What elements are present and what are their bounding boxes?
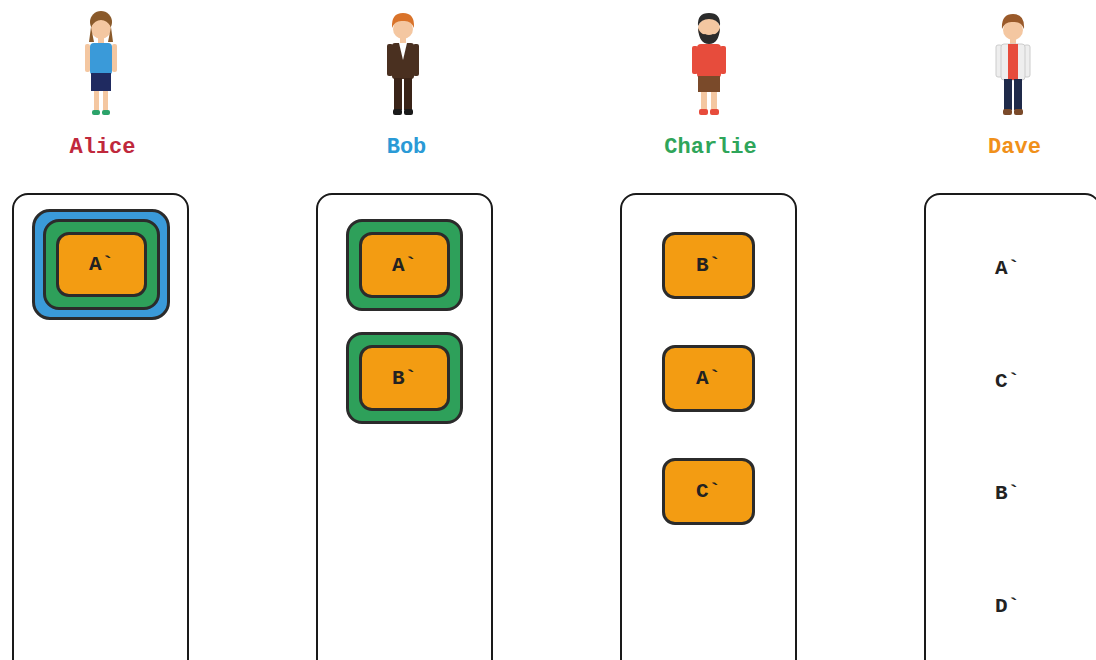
person-name: Charlie (582, 131, 839, 165)
key-label: C` (926, 367, 1089, 397)
person-name: Dave (886, 131, 1096, 165)
key-label: A` (392, 254, 417, 277)
key-label: B` (926, 479, 1089, 509)
key-box: A` (359, 232, 450, 298)
key-box: C` (662, 458, 755, 525)
key-label: A` (89, 253, 114, 276)
key-label: D` (926, 592, 1089, 622)
dave-figure (996, 14, 1030, 115)
key-wrapper-green: B` (346, 332, 463, 424)
key-label: A` (926, 254, 1089, 284)
alice-figure (85, 11, 117, 115)
key-label: B` (696, 254, 721, 277)
key-box: A` (56, 232, 147, 297)
key-wrapper-green: A` (43, 219, 160, 310)
key-wrapper-green: A` (346, 219, 463, 311)
person-name: Bob (278, 131, 535, 165)
key-label: B` (392, 367, 417, 390)
key-label: A` (696, 367, 721, 390)
key-box: B` (359, 345, 450, 411)
person-panel: AliceA` (12, 193, 189, 660)
bob-figure (387, 13, 419, 115)
key-box: B` (662, 232, 755, 299)
person-panel: DaveA`C`B`D` (924, 193, 1096, 660)
charlie-figure (692, 13, 726, 115)
person-panel: CharlieB`A`C` (620, 193, 797, 660)
key-label: C` (696, 480, 721, 503)
person-panel: BobA`B` (316, 193, 493, 660)
key-wrapper-blue: A` (32, 209, 170, 320)
key-box: A` (662, 345, 755, 412)
person-name: Alice (0, 131, 231, 165)
